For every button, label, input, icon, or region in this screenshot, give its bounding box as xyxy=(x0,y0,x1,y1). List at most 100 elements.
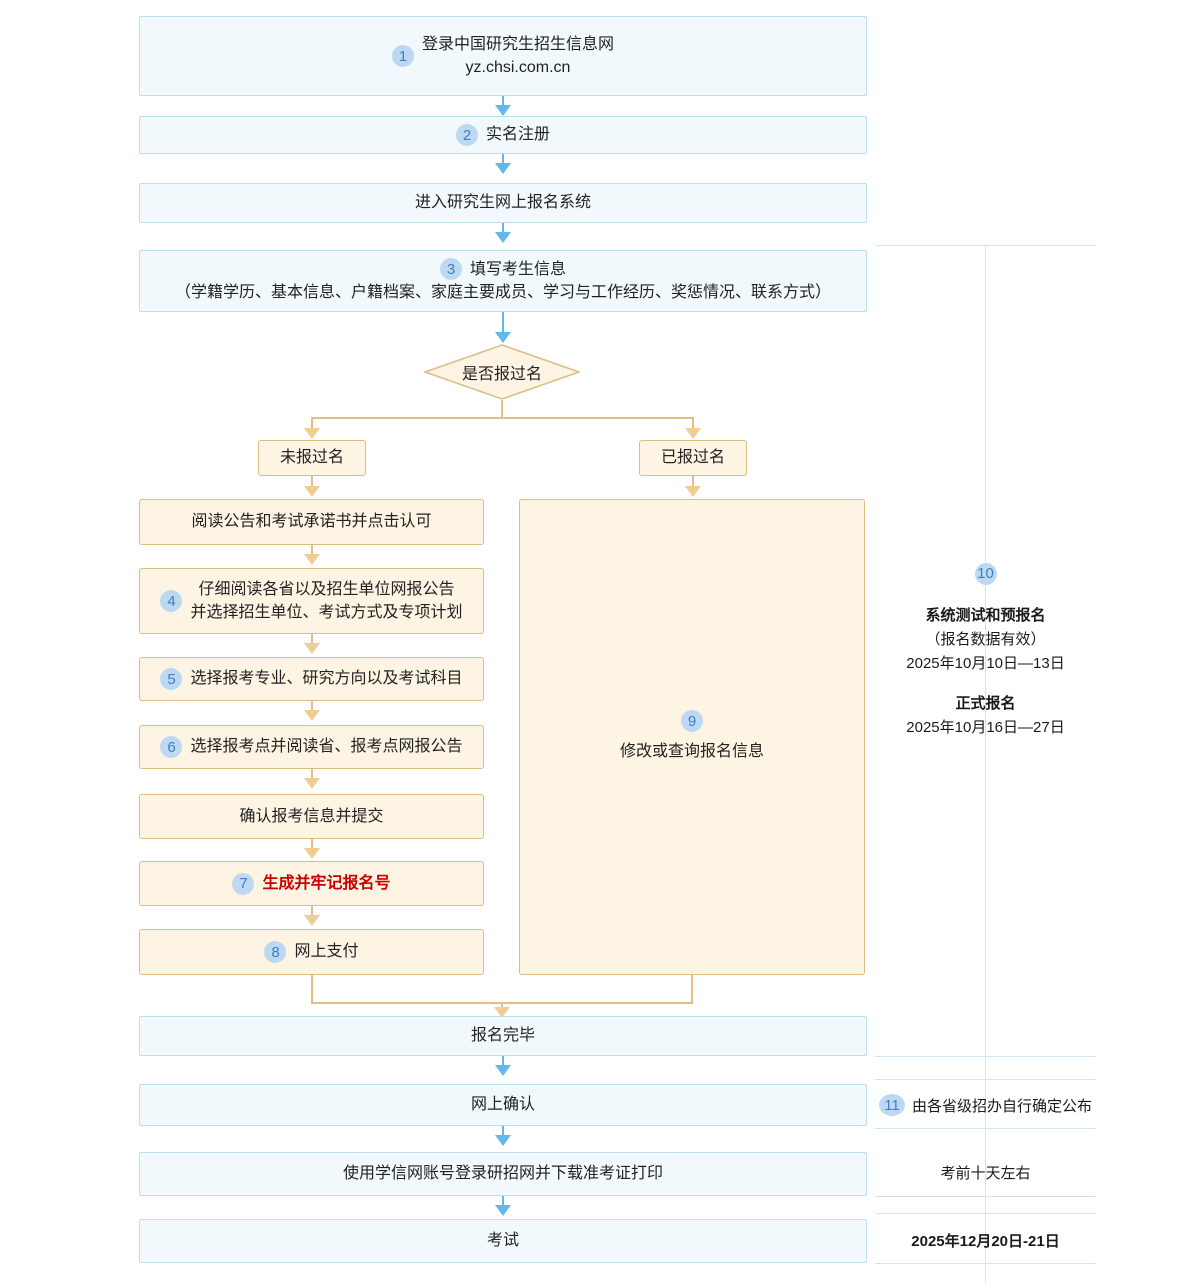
branch-label-not-registered: 未报过名 xyxy=(258,440,366,476)
diamond-shape-icon xyxy=(424,344,580,400)
step-badge-5: 5 xyxy=(160,668,183,690)
flow-step-3-line1: 填写考生信息 xyxy=(469,260,566,278)
sidebar-confirm-row: 11 由各省级招办自行确定公布 xyxy=(875,1091,1096,1119)
arrow-t2-t3 xyxy=(495,1135,511,1146)
sidebar-separator-4 xyxy=(875,1196,1096,1197)
connector-t1-t2 xyxy=(502,1056,504,1072)
sidebar-separator-1 xyxy=(875,1056,1096,1057)
left-step-4: 4 仔细阅读各省以及招生单位网报公告 并选择招生单位、考试方式及专项计划 xyxy=(139,568,484,634)
decision-diamond: 是否报过名 xyxy=(424,344,580,400)
connector-l2-l3 xyxy=(311,634,313,648)
step-badge-6: 6 xyxy=(160,736,183,758)
arrow-l3-l4 xyxy=(304,710,320,721)
flow-step-1: 1 登录中国研究生招生信息网 yz.chsi.com.cn xyxy=(139,16,867,96)
sidebar-separator-6 xyxy=(875,1263,1096,1264)
arrow-branch-right xyxy=(685,486,701,497)
arrow-l1-l2 xyxy=(304,554,320,565)
sidebar-schedule-line3: 2025年10月10日—13日 xyxy=(906,655,1065,672)
sidebar-schedule-line2: （报名数据有效） xyxy=(925,631,1046,648)
step-badge-8: 8 xyxy=(264,941,287,963)
step-badge-1: 1 xyxy=(391,45,414,67)
connector-l3-l4 xyxy=(311,701,313,715)
connector-3-decision xyxy=(502,312,504,340)
left-step-8-label: 网上支付 xyxy=(294,943,359,961)
arrow-2-3 xyxy=(495,163,511,174)
tail-step-exam: 考试 xyxy=(139,1219,867,1263)
tail-step-2-label: 网上确认 xyxy=(470,1096,535,1114)
arrow-fork-left xyxy=(304,428,320,439)
sidebar-admit-card-label: 考前十天左右 xyxy=(940,1164,1031,1182)
merge-right-stem xyxy=(691,975,693,1003)
arrow-3-4 xyxy=(495,232,511,243)
arrow-1-2 xyxy=(495,105,511,116)
sidebar-exam-date-label: 2025年12月20日-21日 xyxy=(911,1232,1060,1250)
flow-step-1-line2: yz.chsi.com.cn xyxy=(465,59,571,76)
connector-l4-l5 xyxy=(311,769,313,783)
fork-left-drop xyxy=(311,417,313,434)
left-step-7: 7 生成并牢记报名号 xyxy=(139,861,484,906)
merge-left-stem xyxy=(311,975,313,1003)
left-step-6-label: 选择报考点并阅读省、报考点网报公告 xyxy=(190,738,463,756)
sidebar-separator-3 xyxy=(875,1128,1096,1129)
left-step-5: 5 选择报考专业、研究方向以及考试科目 xyxy=(139,657,484,701)
decision-fork-bar xyxy=(311,417,693,419)
flow-step-1-line1: 登录中国研究生招生信息网 xyxy=(421,35,614,53)
step-badge-3: 3 xyxy=(439,258,462,281)
arrow-t3-t4 xyxy=(495,1205,511,1216)
step-badge-4: 4 xyxy=(160,590,183,612)
flow-step-2-label: 实名注册 xyxy=(485,126,550,144)
left-step-8: 8 网上支付 xyxy=(139,929,484,975)
left-step-read-notice: 阅读公告和考试承诺书并点击认可 xyxy=(139,499,484,545)
connector-3-4 xyxy=(502,223,504,239)
branch-label-already-registered: 已报过名 xyxy=(639,440,747,476)
left-step-4-line1: 仔细阅读各省以及招生单位网报公告 xyxy=(198,580,455,598)
arrow-l2-l3 xyxy=(304,643,320,654)
flow-step-enter-system-label: 进入研究生网上报名系统 xyxy=(414,194,591,212)
sidebar-separator-2 xyxy=(875,1079,1096,1080)
left-step-4-line2: 并选择招生单位、考试方式及专项计划 xyxy=(190,604,463,621)
tail-step-3-label: 使用学信网账号登录研招网并下载准考证打印 xyxy=(342,1165,663,1183)
right-step-9: 9 修改或查询报名信息 xyxy=(519,499,865,975)
left-step-confirm-submit-label: 确认报考信息并提交 xyxy=(239,807,384,825)
connector-2-3 xyxy=(502,154,504,170)
step-badge-7: 7 xyxy=(232,872,255,895)
tail-step-registration-complete: 报名完毕 xyxy=(139,1016,867,1056)
fork-right-drop xyxy=(692,417,694,434)
sidebar-schedule-block: 10 系统测试和预报名 （报名数据有效） 2025年10月10日—13日 正式报… xyxy=(875,562,1096,740)
connector-branch-right xyxy=(692,476,694,490)
left-step-confirm-submit: 确认报考信息并提交 xyxy=(139,794,484,839)
tail-step-online-confirm: 网上确认 xyxy=(139,1084,867,1126)
step-badge-9: 9 xyxy=(680,710,703,733)
connector-l1-l2 xyxy=(311,545,313,559)
connector-1-2 xyxy=(502,96,504,112)
decision-stem xyxy=(501,400,503,418)
branch-right-label: 已报过名 xyxy=(660,449,725,467)
flow-step-3-line2: （学籍学历、基本信息、户籍档案、家庭主要成员、学习与工作经历、奖惩情况、联系方式… xyxy=(174,284,831,301)
step-badge-11: 11 xyxy=(878,1094,905,1116)
left-step-5-label: 选择报考专业、研究方向以及考试科目 xyxy=(190,670,463,688)
tail-step-4-label: 考试 xyxy=(486,1232,519,1250)
arrow-fork-right xyxy=(685,428,701,439)
arrow-merge-down xyxy=(494,1007,510,1018)
sidebar-separator-5 xyxy=(875,1213,1096,1214)
arrow-branch-left xyxy=(304,486,320,497)
left-step-read-notice-label: 阅读公告和考试承诺书并点击认可 xyxy=(191,513,432,531)
sidebar-schedule-line5: 2025年10月16日—27日 xyxy=(906,719,1065,736)
sidebar-admit-card-row: 考前十天左右 xyxy=(875,1158,1096,1186)
connector-branch-left xyxy=(311,476,313,490)
tail-step-download-admit-card: 使用学信网账号登录研招网并下载准考证打印 xyxy=(139,1152,867,1196)
decision-label: 是否报过名 xyxy=(461,366,542,383)
arrow-l4-l5 xyxy=(304,778,320,789)
arrow-l5-l6 xyxy=(304,848,320,859)
arrow-t1-t2 xyxy=(495,1065,511,1076)
arrow-l6-l7 xyxy=(304,915,320,926)
branch-left-label: 未报过名 xyxy=(279,449,344,467)
connector-t3-t4 xyxy=(502,1196,504,1212)
sidebar-divider-vertical xyxy=(985,245,986,1284)
sidebar-schedule-line1: 系统测试和预报名 xyxy=(925,607,1046,624)
connector-l5-l6 xyxy=(311,839,313,853)
sidebar-confirm-label: 由各省级招办自行确定公布 xyxy=(911,1097,1092,1115)
flow-step-enter-system: 进入研究生网上报名系统 xyxy=(139,183,867,223)
arrow-3-decision xyxy=(495,332,511,343)
